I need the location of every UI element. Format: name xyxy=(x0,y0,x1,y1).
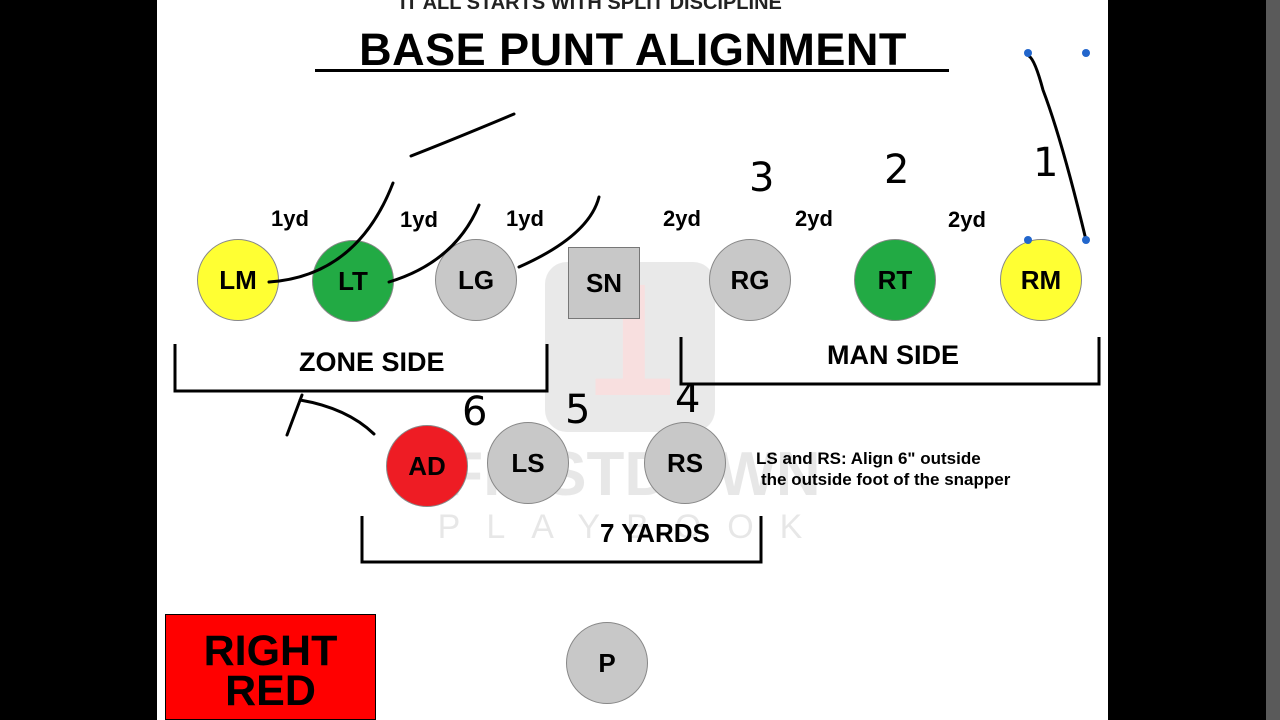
title-underline xyxy=(315,69,949,72)
badge-line2: RED xyxy=(225,667,316,715)
player-lg: LG xyxy=(435,239,517,321)
zone-side-label: ZONE SIDE xyxy=(299,347,445,377)
selection-handle-tl xyxy=(1024,49,1032,57)
selection-handle-tr xyxy=(1082,49,1090,57)
player-lm: LM xyxy=(197,239,279,321)
player-rm: RM xyxy=(1000,239,1082,321)
player-ad: AD xyxy=(386,425,468,507)
right-red-badge: RIGHT RED xyxy=(165,614,376,720)
player-rt: RT xyxy=(854,239,936,321)
split-label-rt-rm: 2yd xyxy=(948,207,986,232)
annotation-number-three: 3 xyxy=(749,155,774,201)
alignment-note-line1: LS and RS: Align 6" outside xyxy=(756,449,981,468)
seven-yards-label: 7 YARDS xyxy=(600,518,710,548)
annotation-number-two: 2 xyxy=(884,147,909,193)
player-p: P xyxy=(566,622,648,704)
split-label-lg-sn: 1yd xyxy=(506,206,544,231)
player-ls: LS xyxy=(487,422,569,504)
player-sn: SN xyxy=(568,247,640,319)
annotation-number-four: 4 xyxy=(675,376,700,422)
annotation-number-six: 6 xyxy=(462,389,487,435)
window-scrollbar-strip xyxy=(1266,0,1280,720)
annotation-number-five: 5 xyxy=(565,387,590,433)
player-rg: RG xyxy=(709,239,791,321)
man-side-label: MAN SIDE xyxy=(827,340,960,370)
slide-canvas: 1 FIRSTDOWN PLAYBOOK IT ALL STARTS WITH … xyxy=(157,0,1108,720)
annotation-number-one: 1 xyxy=(1033,140,1058,186)
split-label-sn-rg: 2yd xyxy=(663,206,701,231)
badge-line1: RIGHT xyxy=(203,627,338,675)
split-label-rg-rt: 2yd xyxy=(795,206,833,231)
split-label-lt-lg: 1yd xyxy=(400,207,438,232)
page-title: BASE PUNT ALIGNMENT xyxy=(359,24,907,75)
player-rs: RS xyxy=(644,422,726,504)
hand-drawn-curve-rm xyxy=(1027,54,1088,242)
hand-drawn-line-top xyxy=(409,112,516,158)
player-lt: LT xyxy=(312,240,394,322)
selection-handle-br xyxy=(1082,236,1090,244)
split-label-lm-lt: 1yd xyxy=(271,206,309,231)
alignment-note-line2: the outside foot of the snapper xyxy=(761,470,1011,489)
page-supertitle: IT ALL STARTS WITH SPLIT DISCIPLINE xyxy=(400,0,782,14)
hand-drawn-arrow-ad xyxy=(285,393,376,437)
